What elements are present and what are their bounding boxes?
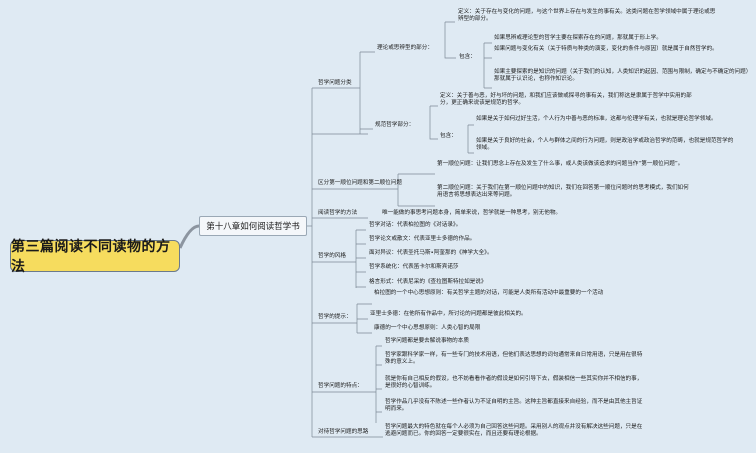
normative-label: 规范哲学部分： (375, 122, 415, 128)
hint-item: 亚里士多德：在他所有作品中，所讨论的问题都是彼此相关的。 (370, 311, 527, 317)
feature-item: 哲学作品几乎没有不陈述一些作者认为不证自明的主旨。这种主旨都直接来自经验，而不是… (385, 399, 643, 413)
style-item: 哲学论文或散文：代表亚里士多德的作品。 (369, 236, 476, 242)
branch-classify: 哲学问题分类 (318, 80, 352, 86)
feature-item: 哲学家跟科学家一样，有一些专门的技术用语，但他们表达思想的词句通常来自日常用语，… (385, 352, 643, 366)
style-item: 哲学对话：代表柏拉图的《对话录》。 (369, 222, 462, 228)
normative-item: 如果是关于如何过好生活，个人行为中善与恶的标准，这都与伦理学有关，也就是理论哲学… (476, 116, 717, 122)
theory-label: 理论或思辨型的部分： (377, 45, 433, 51)
method-text: 唯一能做的事思考问题本身，简单来说，哲学就是一种思考，别无他物。 (382, 210, 562, 216)
normative-item: 如果是关于良好的社会，个人与群体之间的行为问题，则是政治学或政治哲学的范畴，也就… (476, 138, 734, 152)
style-item: 哲学系统化：代表笛卡尔和斯宾诺莎 (369, 264, 459, 270)
theory-item: 如果主要探索的是知识的问题（关于我们的认知，人类知识的起因、范围与限制，确定与不… (494, 69, 752, 83)
feature-item: 哲学问题都是要去解说事物的本质 (385, 338, 469, 344)
distinguish-item: 第一顺位问题：让我们思念上存在及发生了什么事，或人类该做该追求的问题当作“第一顺… (437, 161, 684, 167)
theory-contains: 包含： (459, 54, 476, 60)
branch-attitude: 对待哲学问题的思路 (318, 429, 369, 435)
root-topic: 第三篇阅读不同读物的方法 (10, 239, 180, 275)
style-item: 面对异议：代表圣托马斯•阿奎那的《神学大全》。 (369, 250, 493, 256)
chapter-topic: 第十八章如何阅读哲学书 (199, 216, 307, 236)
branch-styles: 哲学的风格 (318, 253, 346, 259)
normative-contains: 包含： (440, 133, 457, 139)
theory-definition: 定义：关于存在与变化的问题，与这个世界上存在与发生的事有关。这类问题在哲学领域中… (458, 9, 716, 23)
attitude-text: 哲学问题最大的特色就在每个人必须为自己回答这些问题。采用别人的观点并没有解决这些… (385, 424, 643, 438)
branch-method: 阅读哲学的方法 (318, 210, 358, 216)
style-item: 格言形式：代表尼采的《查拉图斯特拉如是说》 (369, 279, 487, 285)
branch-hints: 哲学的提示： (318, 314, 352, 320)
feature-item: 就是你有自己相反的假设，也不妨看看作者的假设是如何引导下去，假装相信一些其实你并… (385, 376, 643, 390)
root-connector (178, 224, 200, 249)
hint-item: 康德的一个中心思想原则：人类心智的局限 (374, 325, 481, 331)
normative-definition: 定义：关于善与恶，好与坏的问题，和我们应该做或探寻的事有关，我们称这是隶属于哲学… (440, 93, 692, 107)
hint-item: 柏拉图的一个中心思想原则：有关哲学主题的对话，可能是人类所有活动中最重要的一个活… (374, 290, 604, 296)
theory-item: 如果思辨或理论型的哲学主要在探索存在的问题，那就属于形上学。 (494, 35, 662, 41)
branch-features: 哲学问题的特点： (318, 383, 363, 389)
theory-item: 如果问题与变化有关（关于特质与种类的演变，变化的条件与原因）就是属于自然哲学的。 (494, 46, 718, 52)
branch-distinguish: 区分第一顺位问题和第二顺位问题 (318, 180, 402, 186)
distinguish-item: 第二顺位问题：关于我们在第一顺位问题中的知识，我们在回答第一顺位问题时的思考模式… (437, 185, 689, 199)
